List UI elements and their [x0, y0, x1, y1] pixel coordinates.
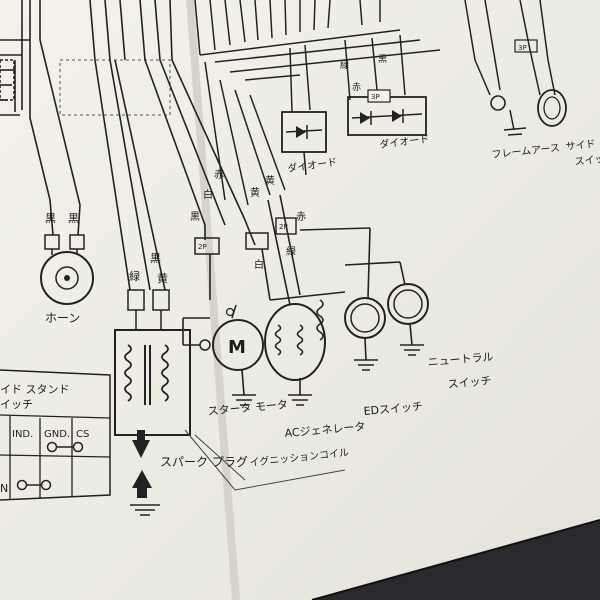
- coil-wire-black: 黒: [150, 252, 161, 265]
- connector-3p: 3P: [371, 93, 380, 101]
- ignition-coil: [114, 289, 346, 516]
- connector-3p-b: 3P: [518, 44, 527, 52]
- coil-wire-green: 緑: [129, 269, 140, 283]
- top-left-harness: [0, 0, 81, 206]
- diode-right: [344, 34, 427, 136]
- diode-wire-black: 黒: [378, 54, 387, 65]
- horn-label: ホーン: [45, 311, 80, 325]
- horn: [40, 199, 94, 305]
- page-fold: [186, 0, 240, 600]
- ignition-coil-label: イグニッションコイル: [249, 446, 350, 469]
- horn-wire-black-left: 黒: [45, 212, 56, 225]
- coil-wire-yellow: 黄: [157, 271, 168, 285]
- gen-wire-green: 緑: [286, 245, 296, 258]
- neutral-switch: [344, 261, 429, 356]
- side-stand-switch-table: [0, 369, 111, 501]
- switch-table-title-2: イッチ: [0, 398, 33, 411]
- top-right-harness: [194, 0, 549, 206]
- diode-wire-red: 赤: [352, 82, 361, 93]
- neutral-switch-label-2: スイッチ: [447, 374, 492, 391]
- horn-wire-black-right: 黒: [68, 212, 79, 225]
- starter-motor: [182, 225, 264, 406]
- switch-col-ind: IND.: [12, 429, 33, 440]
- switch-col-cs: CS: [76, 429, 89, 440]
- starter-wire-black: 黒: [190, 211, 200, 223]
- starter-wire-white: 白: [203, 188, 213, 201]
- diode-left-label: ダイオード: [287, 155, 338, 175]
- motor-symbol: M: [228, 337, 246, 358]
- connector-2p-a: 2P: [198, 243, 207, 251]
- gen-wire-white: 白: [254, 258, 264, 271]
- connector-2p-b: 2P: [279, 223, 288, 231]
- gen-wire-red: 赤: [296, 211, 306, 223]
- side-switch-label-partial-2: スイッ: [574, 154, 600, 168]
- starter-wire-red: 赤: [214, 169, 224, 181]
- switch-table-title-1: イド スタンド: [0, 383, 70, 396]
- ed-switch-label: EDスイッチ: [363, 400, 423, 418]
- main-harness: [89, 0, 246, 291]
- side-switch: [514, 39, 567, 127]
- spark-plug-label: スパーク プラグ: [160, 455, 248, 469]
- connector-2p-b-box: [275, 217, 297, 235]
- switch-row-n: N: [0, 482, 8, 495]
- diode-wire-green: 緑: [340, 59, 349, 71]
- ed-switch: [299, 227, 386, 371]
- neutral-switch-label-1: ニュートラル: [427, 350, 494, 369]
- ac-generator: [244, 194, 346, 406]
- frame-earth: [474, 59, 527, 136]
- diode-left: [281, 44, 327, 176]
- frame-earth-label: フレームアース: [491, 142, 560, 161]
- page-edge: [311, 519, 600, 600]
- side-switch-label-partial: サイド: [565, 138, 596, 153]
- gen-wire-yellow-a: 黄: [250, 186, 260, 199]
- ac-generator-label: ACジェネレータ: [284, 420, 366, 440]
- gen-wire-yellow-b: 黄: [265, 174, 275, 187]
- switch-col-gnd: GND.: [44, 429, 70, 440]
